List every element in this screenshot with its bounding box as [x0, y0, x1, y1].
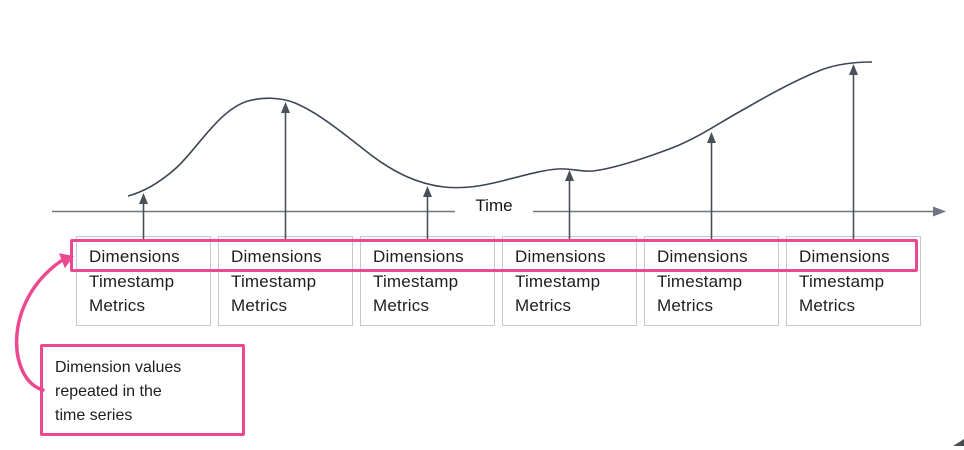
value-arrow [139, 193, 148, 239]
record-field-timestamp: Timestamp [373, 271, 459, 291]
record-field-dimensions: Dimensions [515, 247, 606, 266]
record-box: Dimensions Timestamp Metrics [76, 236, 211, 326]
record-box: Dimensions Timestamp Metrics [360, 236, 495, 326]
record-field-metrics: Metrics [231, 296, 288, 315]
record-box: Dimensions Timestamp Metrics [218, 236, 353, 326]
value-arrow [849, 64, 858, 239]
record-field-dimensions: Dimensions [231, 247, 322, 266]
record-field-dimensions: Dimensions [89, 247, 180, 266]
record-field-metrics: Metrics [373, 296, 430, 315]
record-box: Dimensions Timestamp Metrics [644, 236, 779, 326]
record-box: Dimensions Timestamp Metrics [502, 236, 637, 326]
dimensions-highlight-band [70, 239, 918, 272]
record-field-timestamp: Timestamp [799, 271, 885, 291]
value-arrow [423, 186, 432, 239]
record-field-timestamp: Timestamp [231, 271, 317, 291]
value-arrow [565, 170, 574, 239]
time-axis-arrowhead-icon [933, 206, 946, 217]
corner-artifact [953, 439, 964, 446]
value-arrow [281, 102, 290, 239]
record-field-metrics: Metrics [657, 296, 714, 315]
time-series-curve [127, 61, 873, 197]
record-field-metrics: Metrics [89, 296, 146, 315]
callout-text-line: time series [55, 407, 133, 424]
callout-text-line: Dimension values [55, 359, 182, 376]
record-field-timestamp: Timestamp [515, 271, 601, 291]
callout-box: Dimension values repeated in the time se… [40, 344, 245, 436]
record-field-metrics: Metrics [515, 296, 572, 315]
record-field-dimensions: Dimensions [799, 247, 890, 266]
callout-text-line: repeated in the [55, 383, 162, 400]
record-field-metrics: Metrics [799, 296, 856, 315]
record-field-dimensions: Dimensions [657, 247, 748, 266]
records-row: Dimensions Timestamp Metrics Dimensions … [76, 236, 921, 326]
record-field-timestamp: Timestamp [657, 271, 743, 291]
record-field-dimensions: Dimensions [373, 247, 464, 266]
record-field-timestamp: Timestamp [89, 271, 175, 291]
axis-label: Time [455, 193, 533, 219]
value-arrow [707, 132, 716, 239]
